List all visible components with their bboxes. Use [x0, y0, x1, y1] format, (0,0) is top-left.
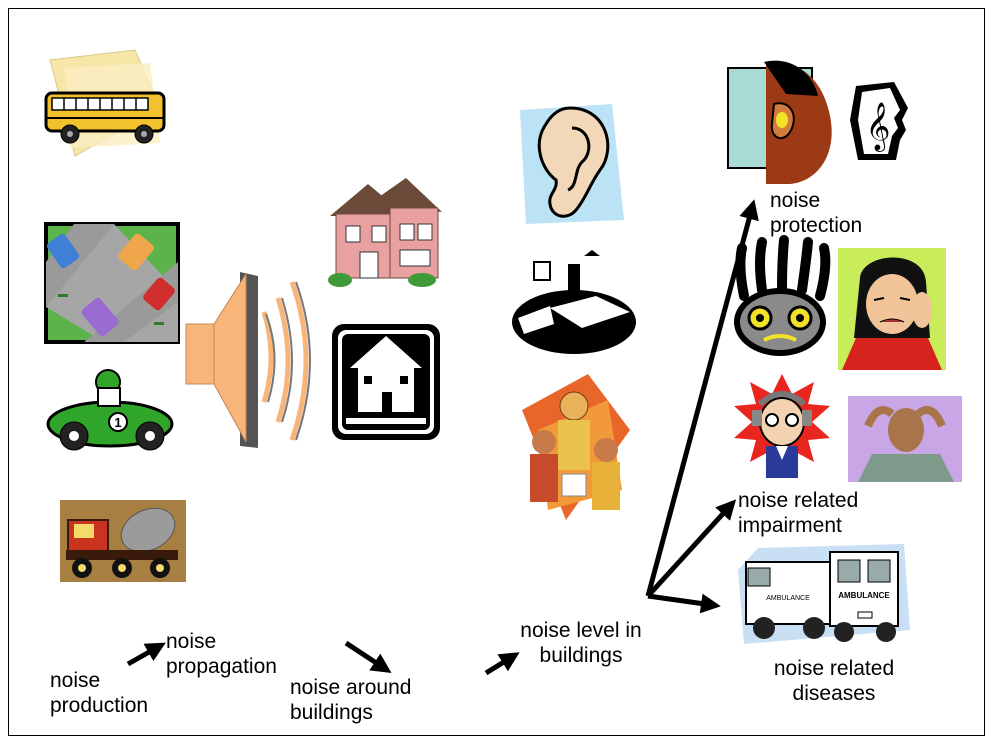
house-sign-clipart [330, 322, 442, 442]
label-noise-around-buildings: noise around buildings [290, 676, 412, 724]
arrow-level-to-protection [645, 199, 759, 597]
label-noise-production: noise production [50, 669, 149, 717]
people-group-icon [522, 374, 630, 520]
cement-truck-clipart [56, 490, 190, 586]
loudspeaker-icon [185, 272, 311, 448]
arrow-level-to-diseases [647, 593, 721, 614]
anguished-man-clipart [848, 396, 962, 482]
traffic-intersection-icon [44, 222, 180, 344]
tribal-mask-icon [734, 235, 831, 356]
headache-woman-icon [838, 248, 946, 370]
anguished-man-icon [848, 396, 962, 482]
arrow-propagation-to-around [344, 640, 392, 673]
people-group-clipart [518, 370, 632, 526]
treble-clef-head-icon: 𝄞 [850, 82, 908, 160]
svg-text:𝄞: 𝄞 [866, 101, 891, 152]
ambulance-clipart: AMBULANCE AMBULANCE [734, 540, 912, 646]
label-noise-level-in-buildings: noise level in buildings [520, 619, 642, 667]
headache-woman-clipart [838, 248, 946, 370]
car-number: 1 [114, 415, 121, 430]
school-bus-clipart [40, 48, 170, 158]
loudspeaker-clipart [185, 272, 331, 450]
label-noise-related-diseases: noise related diseases [773, 657, 895, 705]
cement-truck-icon [60, 500, 186, 582]
label-noise-propagation: noise propagation [166, 630, 277, 678]
bedroom-furniture-clipart [510, 248, 638, 356]
pink-house-clipart [326, 176, 444, 288]
ambulance-side-text: AMBULANCE [766, 595, 810, 602]
stressed-man-icon [734, 374, 830, 478]
ear-clipart [512, 100, 628, 226]
headphones-man-clipart [732, 374, 832, 478]
school-bus-icon [44, 49, 166, 157]
label-noise-related-impairment: noise related impairment [738, 489, 859, 537]
ambulance-icon: AMBULANCE AMBULANCE [738, 544, 910, 644]
earplug-icon [727, 60, 832, 184]
arrow-around-to-level [484, 652, 520, 676]
music-head-clipart: 𝄞 [846, 80, 912, 162]
ear-protection-clipart [726, 56, 840, 186]
label-noise-protection: noise protection [770, 189, 863, 237]
arrow-production-to-propagation [126, 642, 166, 667]
slide-frame [8, 8, 985, 736]
bedroom-furniture-icon [512, 250, 636, 354]
traffic-intersection-clipart [44, 222, 180, 344]
ear-icon [520, 104, 624, 224]
pink-house-icon [328, 178, 442, 287]
race-car-clipart: 1 [46, 366, 174, 456]
arrow-level-to-impairment [646, 499, 737, 598]
house-sign-icon [332, 324, 440, 440]
mask-face-clipart [728, 235, 832, 358]
race-car-icon: 1 [46, 369, 174, 451]
ambulance-rear-text: AMBULANCE [838, 591, 890, 600]
